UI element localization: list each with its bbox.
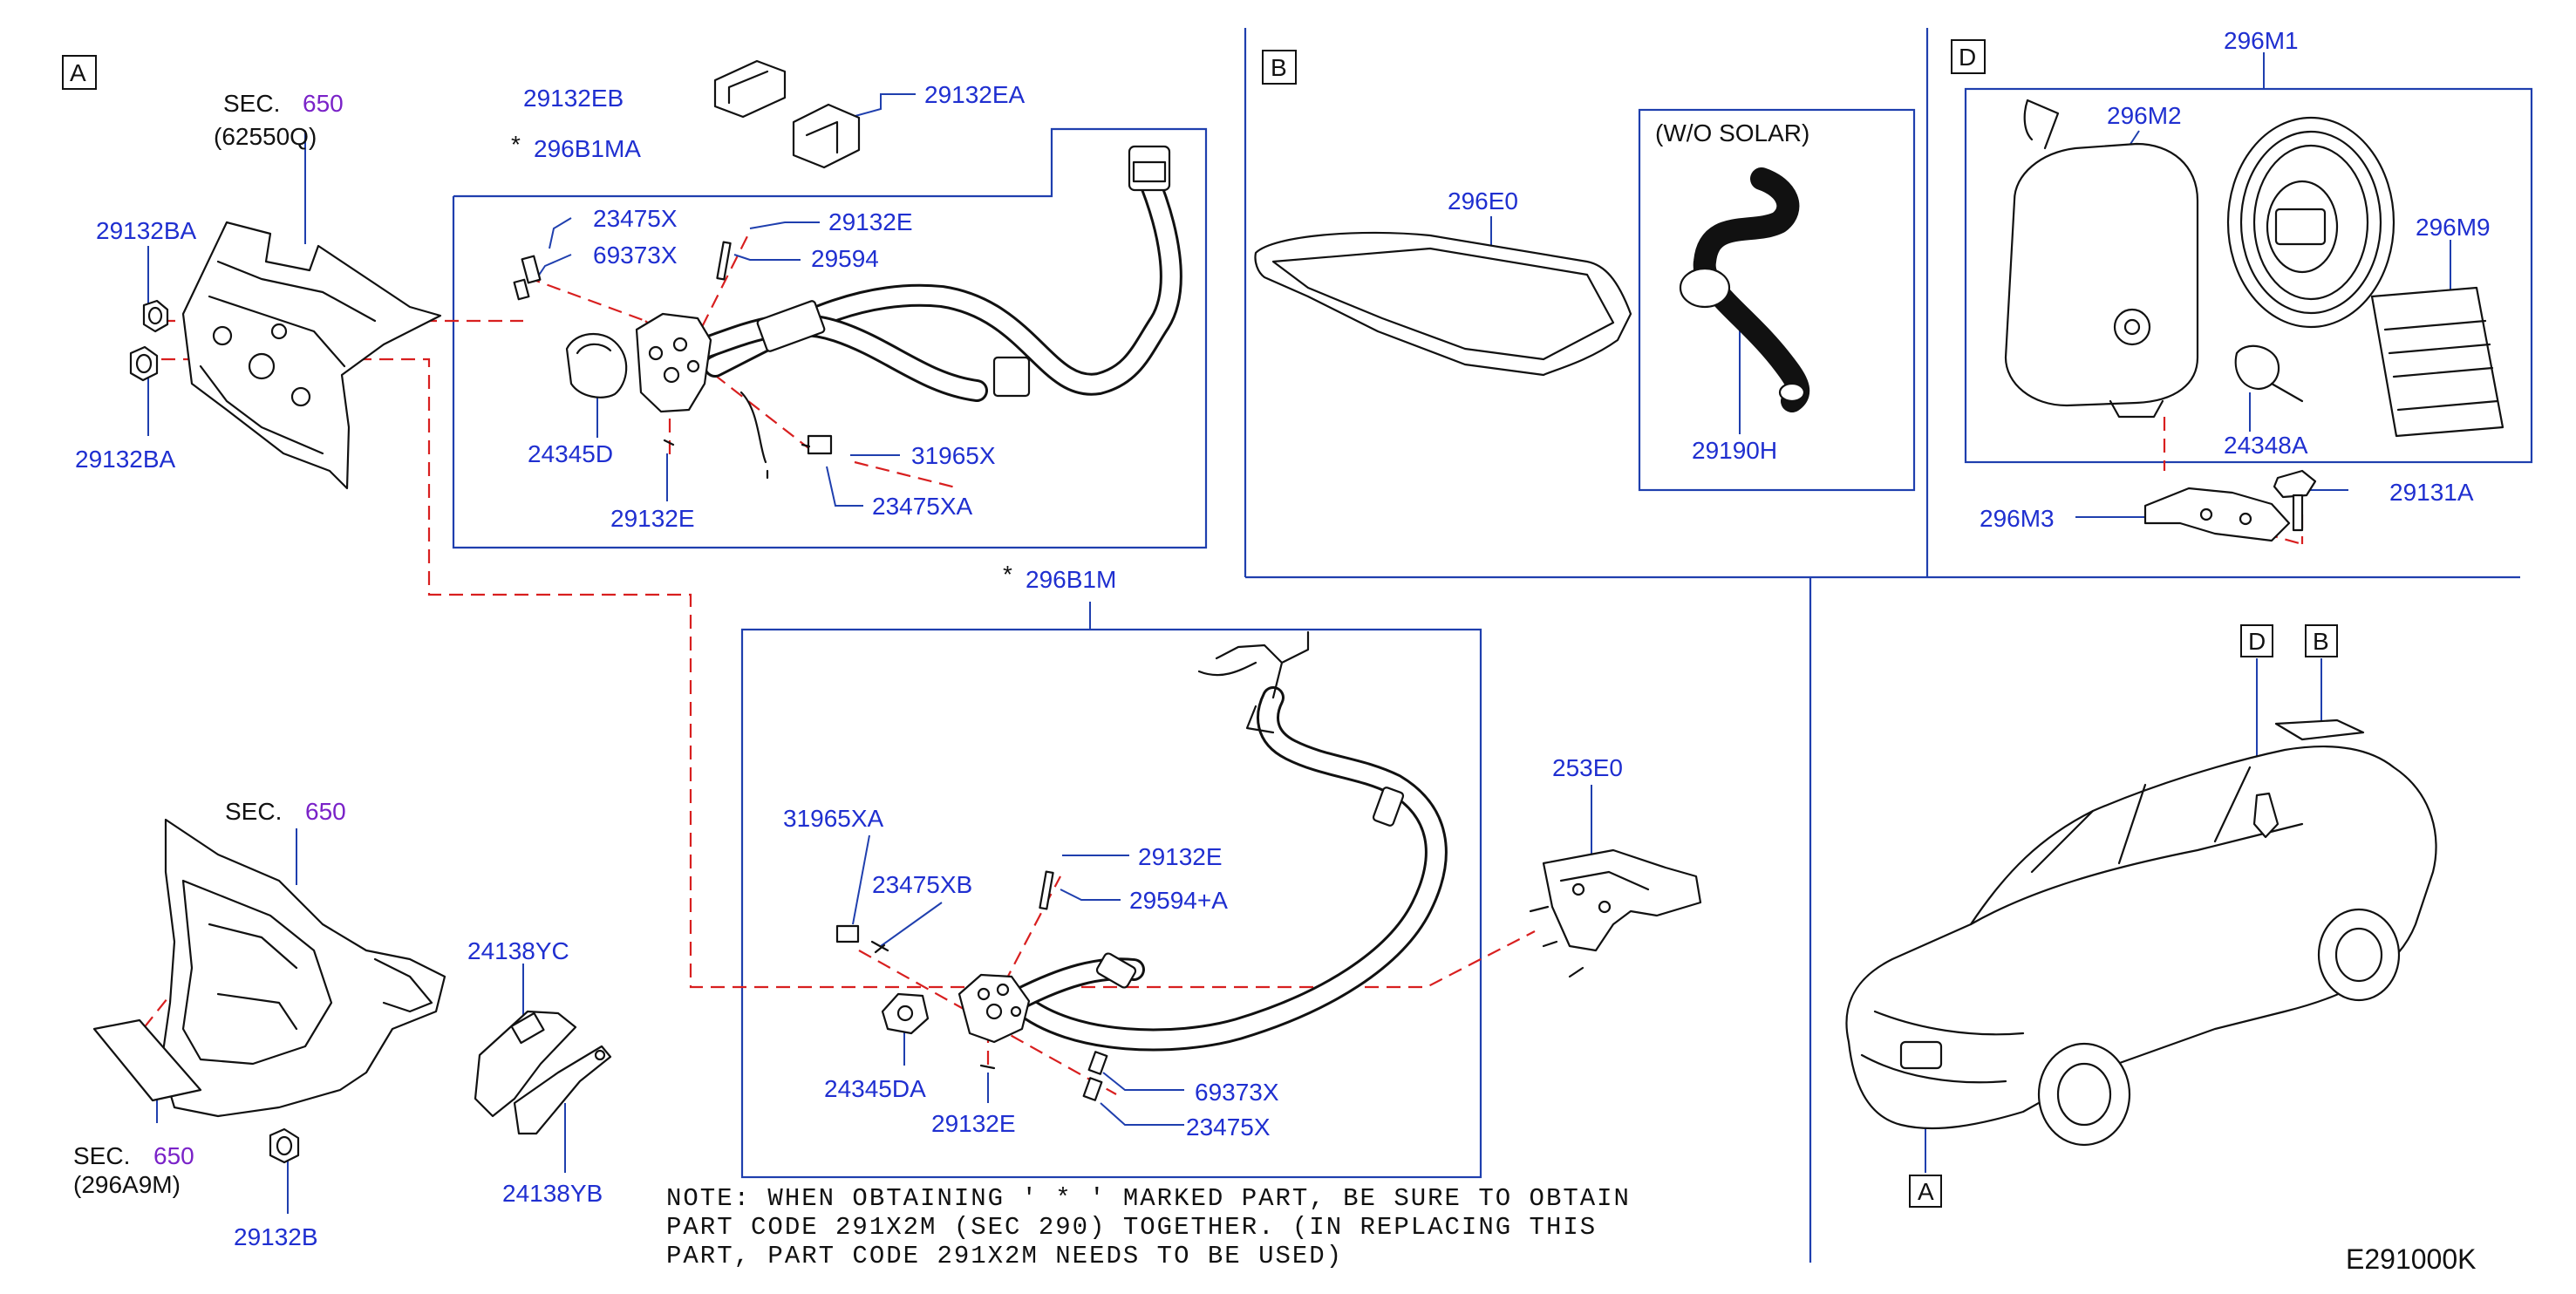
label-296m9: 296M9 [2416,214,2491,241]
panel-sec650 [160,818,446,1118]
label-29594a: 29594+A [1129,887,1228,914]
bracket-24138yb [513,1045,612,1135]
label-29190h: 29190H [1692,437,1777,464]
svg-text:PART, PART CODE 291X2M NEEDS T: PART, PART CODE 291X2M NEEDS TO BE USED) [666,1242,1343,1270]
charge-port-body-upper [635,312,712,413]
small-parts-lower [835,870,1108,1101]
bracket-296m3 [2143,487,2291,542]
svg-text:A: A [1918,1178,1934,1205]
label-24345d: 24345D [528,440,613,467]
label-69373x-top: 69373X [593,242,678,269]
sec-ref-296a9m: SEC. 650 (296A9M) [73,1142,194,1198]
svg-text:B: B [2313,628,2329,655]
label-29131a: 29131A [2389,479,2474,506]
port-lid-24345d [565,332,628,398]
charge-harness-upper [691,145,1182,480]
label-69373x-bottom: 69373X [1195,1079,1279,1106]
bracket-24138yc [474,1010,577,1118]
car-callout-d: D [2240,624,2273,657]
svg-text:(296A9M): (296A9M) [73,1171,181,1198]
clip-29132ea [792,103,861,169]
frame-296b1m [740,628,1482,1179]
label-29132e-low: 29132E [1138,843,1223,870]
plate-296a9m [92,1018,202,1102]
svg-text:PART CODE 291X2M (SEC 290) TOG: PART CODE 291X2M (SEC 290) TOGETHER. (IN… [666,1213,1597,1242]
label-296b1ma: 296B1MA [534,135,641,162]
car-callout-b: B [2305,624,2338,657]
label-29132b: 29132B [234,1223,318,1250]
label-24348a: 24348A [2224,432,2308,459]
small-parts-upper [513,241,833,455]
clamp-24348a [2234,344,2304,403]
frame-wo-solar [1638,108,1916,492]
svg-text:650: 650 [153,1142,194,1169]
section-tag-b: B [1262,50,1297,85]
clip-29132eb [713,59,787,119]
mounting-bracket-62550q [181,221,442,490]
bag-296m2 [2004,99,2199,419]
sec-ref-650-mid: SEC. 650 [225,798,346,825]
panel-296e0 [1254,231,1632,377]
label-29132eb: 29132EB [523,85,624,112]
vehicle-illustration [1845,719,2437,1147]
cable-29190h [1679,167,1810,412]
label-296m3: 296M3 [1980,505,2055,532]
label-23475xb: 23475XB [872,871,972,898]
label-29132e-top: 29132E [828,208,913,235]
label-29132ba-top: 29132BA [96,217,197,244]
nut-29132ba-top [142,299,169,333]
label-wo-solar: (W/O SOLAR) [1655,119,1809,146]
svg-text:SEC.: SEC. [223,90,280,117]
diagram-code: E291000K [2346,1243,2476,1275]
svg-text:SEC.: SEC. [73,1142,130,1169]
label-24345da: 24345DA [824,1075,926,1102]
label-31965x: 31965X [911,442,996,469]
svg-text:650: 650 [303,90,344,117]
label-23475x-top: 23475X [593,205,678,232]
svg-text:SEC.: SEC. [225,798,282,825]
car-callout-a: A [1909,1175,1942,1208]
charge-port-body-lower [957,973,1031,1044]
bracket-253e0 [1529,848,1702,978]
svg-text:650: 650 [305,798,346,825]
label-24138yb: 24138YB [502,1180,603,1207]
label-29132ba-bottom: 29132BA [75,446,176,473]
section-tag-d: D [1951,39,1986,74]
label-24138yc: 24138YC [467,937,569,964]
asterisk-296b1m: * [1003,561,1012,588]
sec-ref-62550q: SEC. 650 (62550Q) [214,90,344,150]
svg-text:A: A [70,59,86,86]
label-31965xa: 31965XA [783,805,884,832]
ordering-note: NOTE: WHEN OBTAINING ' * ' MARKED PART, … [666,1184,1631,1270]
port-lid-24345da [881,992,930,1035]
nut-29132b [269,1127,300,1164]
label-29132e-mid: 29132E [610,505,695,532]
label-29132e-bottom: 29132E [931,1110,1016,1137]
label-296b1m: 296B1M [1026,566,1116,593]
svg-text:NOTE: WHEN OBTAINING ' * ' MAR: NOTE: WHEN OBTAINING ' * ' MARKED PART, … [666,1184,1631,1213]
label-23475xa: 23475XA [872,493,973,520]
manual-296m9 [2370,286,2504,438]
cable-reel-296m1 [2226,116,2395,329]
label-23475x-bottom: 23475X [1186,1114,1271,1141]
section-tag-a: A [62,55,97,90]
asterisk-296b1ma: * [511,131,521,158]
label-296m2: 296M2 [2107,102,2182,129]
svg-text:D: D [1959,44,1976,71]
svg-text:D: D [2248,628,2266,655]
charge-harness-lower [1009,630,1448,1052]
svg-text:B: B [1271,54,1287,81]
frame-296b1ma [452,127,1208,549]
label-296e0: 296E0 [1448,187,1518,215]
svg-text:(62550Q): (62550Q) [214,123,317,150]
label-296m1: 296M1 [2224,27,2299,54]
label-29594: 29594 [811,245,879,272]
label-253e0: 253E0 [1552,754,1623,781]
label-29132ea: 29132EA [924,81,1026,108]
bolt-29131a [2273,469,2317,532]
section-dividers [1244,28,2520,1263]
nut-29132ba-bottom [129,345,159,382]
frame-296m1 [1964,87,2533,464]
